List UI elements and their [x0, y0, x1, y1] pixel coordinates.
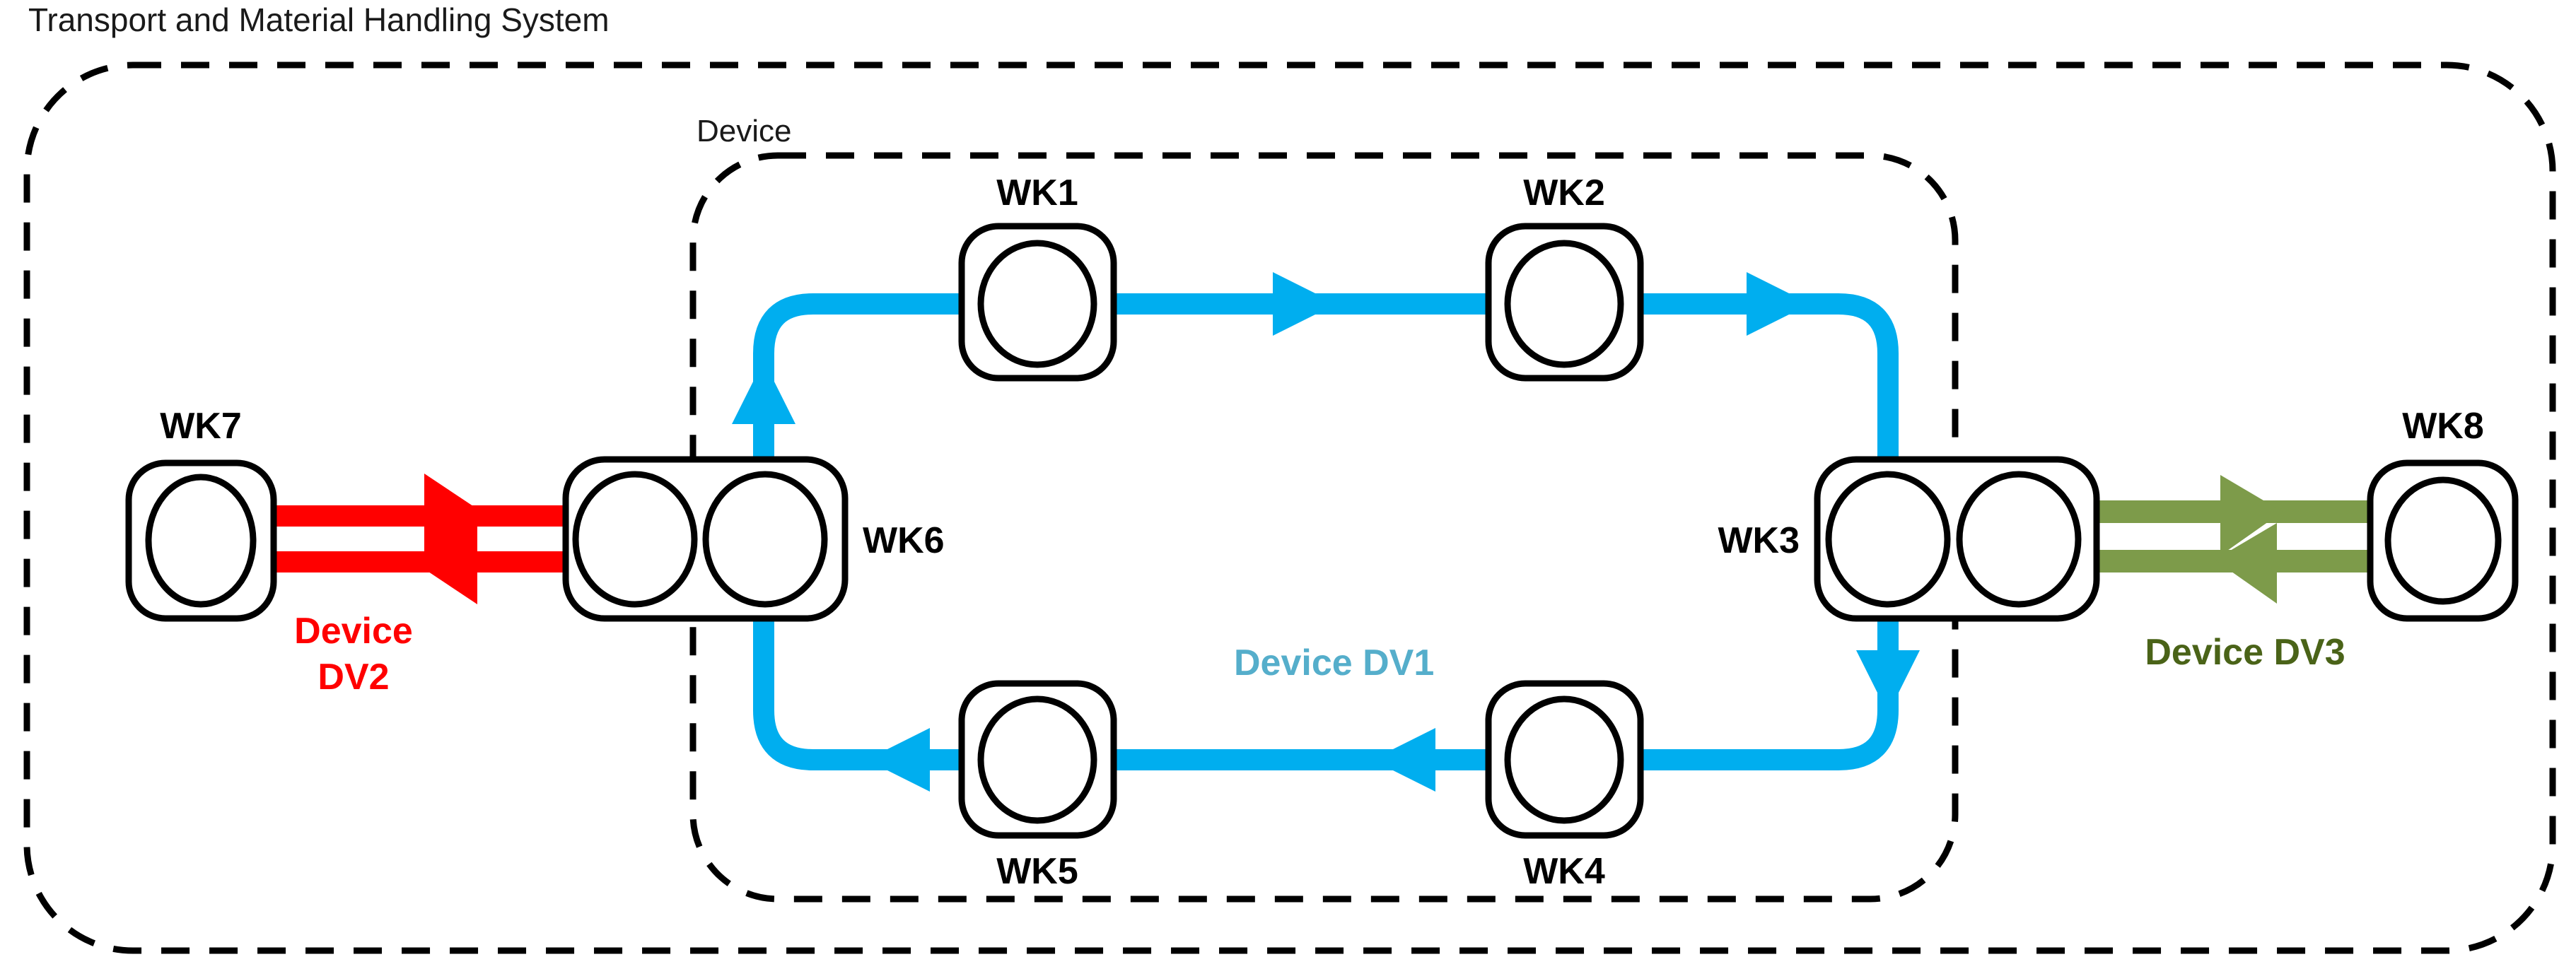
device-dv2-label-line2: DV2: [317, 657, 389, 698]
wk7-body: [125, 459, 277, 622]
dv2-arrow-right: [424, 474, 488, 558]
dv3-arrow-right: [2220, 475, 2283, 556]
wk4-body: [1485, 680, 1644, 839]
device-dv1-loop[interactable]: Device DV1: [732, 272, 1920, 792]
workstation-wk2[interactable]: WK2: [1485, 172, 1644, 382]
wk7-label: WK7: [160, 406, 242, 447]
dv1-arrow-up-left: [732, 360, 795, 424]
dv3-arrow-left: [2215, 523, 2277, 604]
device-dv2-shuttle[interactable]: Device DV2: [258, 474, 643, 698]
wk3-rotor-right-icon: [1956, 471, 2082, 608]
wk4-rotor-icon: [1504, 695, 1624, 824]
device-dv3-shuttle[interactable]: Device DV3: [2072, 475, 2418, 673]
device-dv3-label: Device DV3: [2145, 632, 2345, 673]
dv1-upper-path: [753, 293, 1899, 539]
dv1-arrow-right-top-2: [1747, 272, 1810, 336]
wk1-label: WK1: [996, 172, 1078, 213]
wk8-rotor-icon: [2384, 476, 2502, 605]
workstation-wk1[interactable]: WK1: [958, 172, 1117, 382]
dv2-arrow-left: [414, 519, 477, 604]
inner-boundary-label: Device: [697, 114, 792, 148]
workstation-wk4[interactable]: WK4: [1485, 680, 1644, 892]
workstation-wk6[interactable]: WK6: [562, 456, 945, 622]
dv1-arrow-left-bottom-1: [1372, 728, 1435, 792]
wk7-rotor-icon: [145, 474, 257, 608]
wk3-rotor-left-icon: [1825, 471, 1951, 608]
wk6-rotor-right-icon: [702, 471, 828, 608]
wk3-label: WK3: [1718, 520, 1800, 561]
wk2-body: [1485, 223, 1644, 382]
workstation-wk5[interactable]: WK5: [958, 680, 1117, 892]
wk5-label: WK5: [996, 851, 1078, 892]
device-dv1-label: Device DV1: [1234, 642, 1434, 683]
dv1-arrow-down-right: [1856, 650, 1920, 714]
wk5-rotor-icon: [977, 695, 1097, 824]
dv1-arrow-right-top-1: [1273, 272, 1336, 336]
wk4-label: WK4: [1523, 851, 1605, 892]
workstation-wk8[interactable]: WK8: [2367, 406, 2519, 622]
outer-system-boundary: [23, 61, 2556, 954]
workstation-wk7[interactable]: WK7: [125, 406, 277, 622]
device-dv2-label-line1: Device: [294, 611, 413, 652]
wk2-label: WK2: [1523, 172, 1605, 213]
wk6-label: WK6: [863, 520, 945, 561]
wk8-label: WK8: [2402, 406, 2484, 447]
wk2-rotor-icon: [1504, 240, 1624, 368]
wk8-body: [2367, 459, 2519, 622]
workstation-wk3[interactable]: WK3: [1718, 456, 2100, 622]
dv1-arrow-left-bottom-2: [866, 728, 930, 792]
wk6-rotor-left-icon: [572, 471, 698, 608]
dv1-lower-path: [753, 539, 1899, 770]
wk1-body: [958, 223, 1117, 382]
wk1-rotor-icon: [977, 240, 1097, 368]
page-title: Transport and Material Handling System: [28, 1, 610, 38]
wk5-body: [958, 680, 1117, 839]
